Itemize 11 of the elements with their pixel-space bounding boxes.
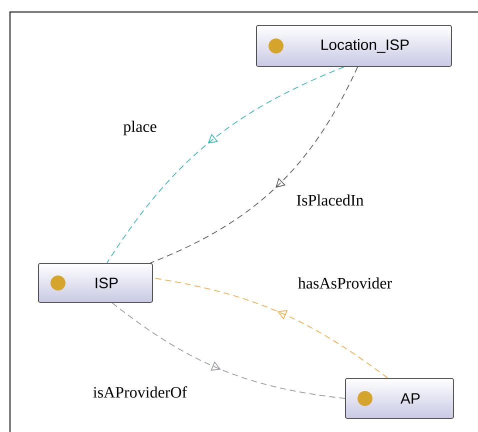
arrow [150, 66, 358, 264]
edge-label: isAProviderOf [92, 385, 188, 399]
edge-label: IsPlacedIn [295, 193, 365, 207]
edge-label: hasAsProvider [296, 276, 394, 290]
class-box: ISP [38, 263, 153, 303]
arrow [106, 66, 345, 264]
arrow [112, 302, 346, 399]
edge-label: place [122, 120, 158, 136]
class-box: AP [345, 378, 454, 419]
arrow [152, 278, 388, 378]
class-box: Location_ISP [256, 25, 452, 67]
